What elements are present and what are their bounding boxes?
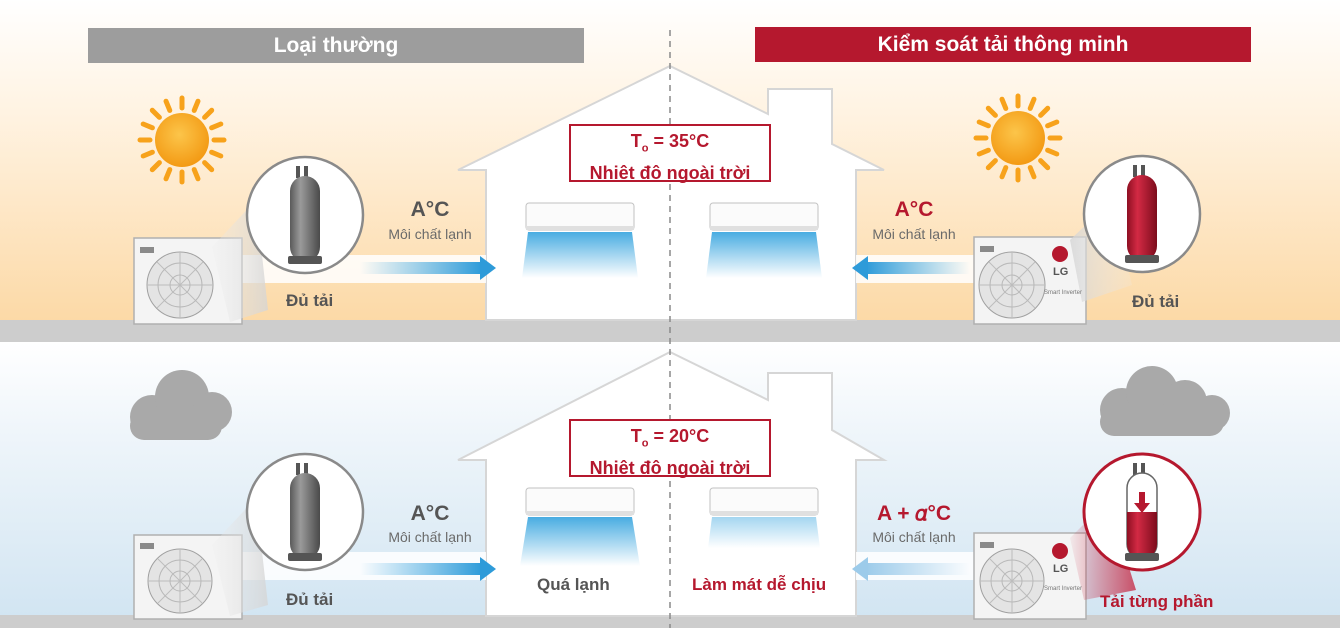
brand-label: LG: [1053, 563, 1069, 575]
refrigerant-temperature: A + 𝛼°C: [876, 502, 952, 525]
outdoor-temperature-box-top: To = 35°C Nhiệt độ ngoài trời: [569, 124, 771, 183]
refrigerant-arrow-left-reduced: [852, 557, 970, 581]
refrigerant-label: Môi chất lạnh: [872, 529, 956, 545]
cloud-icon: [130, 370, 232, 440]
sun-icon: [137, 95, 227, 185]
indoor-unit: [708, 487, 820, 548]
unit-caption: Smart Inverter: [1044, 290, 1083, 296]
compressor-tank-icon: [1125, 165, 1159, 263]
indoor-result-label: Quá lạnh: [537, 575, 610, 594]
brand-label: LG: [1053, 266, 1069, 278]
refrigerant-label: Môi chất lạnh: [872, 226, 956, 242]
outdoor-unit: [133, 237, 243, 325]
refrigerant-temperature: A°C: [410, 502, 450, 525]
load-label: Tải từng phần: [1100, 592, 1214, 611]
indoor-unit: [706, 202, 822, 278]
temperature-caption: Nhiệt độ ngoài trời: [589, 457, 751, 478]
refrigerant-arrow-left: [852, 256, 970, 280]
indoor-unit: [522, 202, 638, 278]
refrigerant-temperature: A°C: [894, 198, 934, 221]
unit-caption: Smart Inverter: [1044, 586, 1083, 592]
indoor-result-label: Làm mát dễ chịu: [692, 575, 827, 594]
cloud-icon: [1100, 366, 1230, 436]
temperature-value: To = 35°C: [630, 131, 710, 155]
outdoor-unit-lg: [973, 532, 1087, 620]
refrigerant-arrow-right: [360, 557, 496, 581]
compressor-tank-icon: [288, 166, 322, 264]
compressor-tank-icon: [288, 463, 322, 561]
outdoor-unit-lg: [973, 236, 1087, 325]
refrigerant-label: Môi chất lạnh: [388, 226, 472, 242]
refrigerant-temperature: A°C: [410, 198, 450, 221]
sun-icon: [973, 93, 1063, 183]
load-label: Đủ tải: [286, 590, 334, 609]
temperature-caption: Nhiệt độ ngoài trời: [589, 162, 751, 183]
load-label: Đủ tải: [1132, 292, 1180, 311]
header-smart-load-control: Kiểm soát tải thông minh: [755, 27, 1251, 62]
partial-load-tank-icon: [1125, 463, 1159, 561]
outdoor-temperature-box-bottom: To = 20°C Nhiệt độ ngoài trời: [569, 419, 771, 478]
temperature-value: To = 20°C: [630, 426, 710, 450]
refrigerant-label: Môi chất lạnh: [388, 529, 472, 545]
load-label: Đủ tải: [286, 291, 334, 310]
indoor-unit: [520, 487, 640, 566]
refrigerant-arrow-right: [360, 256, 496, 280]
header-conventional: Loại thường: [88, 28, 584, 63]
